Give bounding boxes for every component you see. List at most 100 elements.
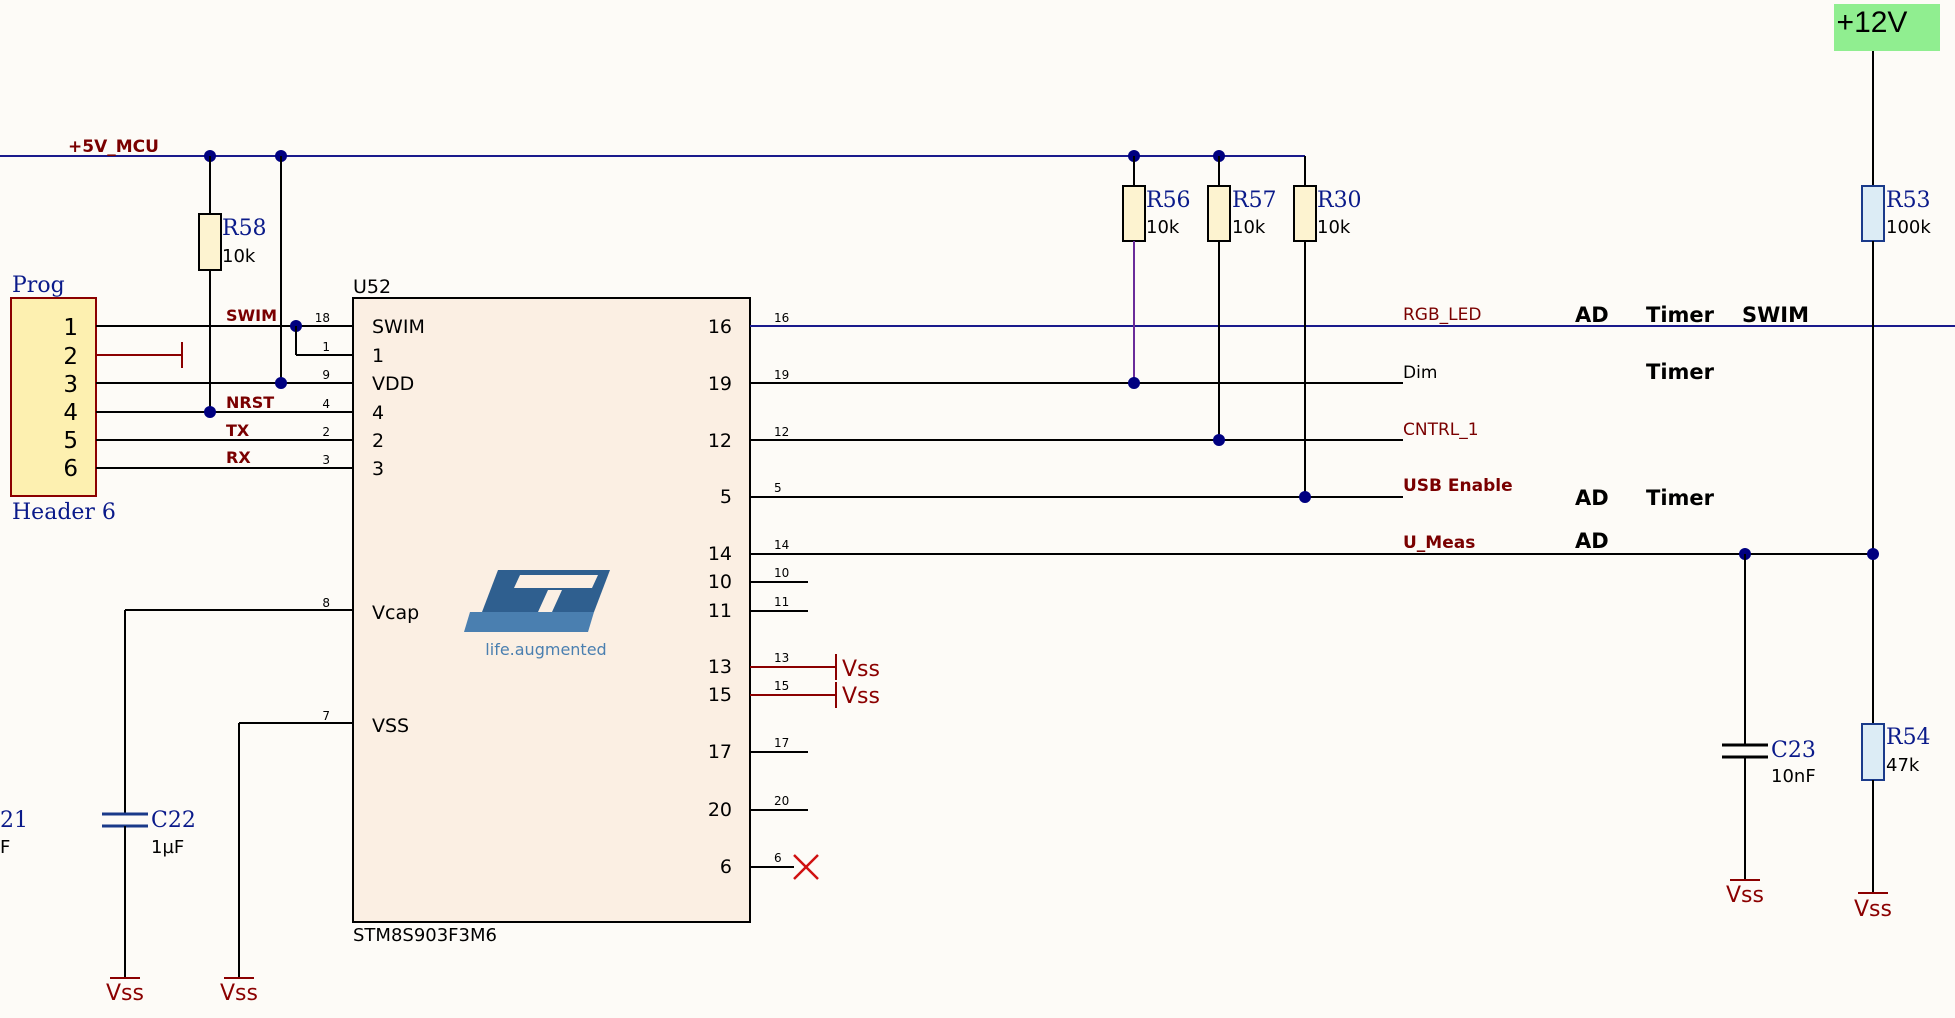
pin-num: 19 (774, 368, 789, 382)
resistor-r57[interactable] (1207, 185, 1231, 242)
st-logo-shape (538, 590, 562, 612)
power-flag-12v[interactable]: +12V (1834, 4, 1940, 51)
pin-name: 20 (708, 799, 732, 821)
vss-label: Vss (106, 981, 144, 1006)
r53-value: 100k (1886, 217, 1931, 238)
c23-value: 10nF (1771, 766, 1816, 787)
pin-name: 17 (708, 741, 732, 763)
junction-dot (1867, 548, 1879, 560)
resistor-r53[interactable] (1861, 185, 1885, 242)
pin-name: 3 (372, 458, 384, 480)
junction-dot (1213, 434, 1225, 446)
pin-num: 20 (774, 794, 789, 808)
r56-value: 10k (1146, 217, 1180, 238)
pin-num: 8 (322, 596, 330, 610)
pin-name-vcap: Vcap (372, 602, 419, 624)
pin-num: 17 (774, 736, 789, 750)
r57-value: 10k (1232, 217, 1266, 238)
pin-name: 13 (708, 656, 732, 678)
power-flag-label: +12V (1837, 6, 1908, 39)
pin-name: 19 (708, 373, 732, 395)
r30-refdes: R30 (1317, 188, 1362, 213)
power-flag-box (1834, 4, 1940, 51)
st-logo-shape (464, 612, 594, 632)
junction-dot (1299, 491, 1311, 503)
net-label-dim: Dim (1403, 363, 1437, 383)
header-pin-5: 5 (63, 428, 78, 454)
annotation-ad: AD (1575, 529, 1609, 553)
net-label-usb-enable: USB Enable (1403, 476, 1513, 496)
pin-name: 12 (708, 430, 732, 452)
st-logo: life.augmented (464, 570, 610, 659)
header-prog[interactable]: Prog 1 2 3 4 5 6 Header 6 (10, 273, 116, 525)
pin-name: 11 (708, 600, 732, 622)
resistor-r56[interactable] (1122, 185, 1146, 242)
annotation-timer: Timer (1646, 360, 1715, 384)
pin-num: 6 (774, 851, 782, 865)
mcu-refdes: U52 (353, 276, 391, 298)
junction-dot (275, 377, 287, 389)
pin-num: 11 (774, 595, 789, 609)
c22-value: 1µF (151, 837, 184, 858)
no-connect-icon (793, 854, 819, 880)
r58-refdes: R58 (222, 216, 267, 241)
annotation-swim: SWIM (1742, 303, 1809, 327)
pin-name: 1 (372, 345, 384, 367)
junction-dot (204, 406, 216, 418)
pin-name: 4 (372, 402, 384, 424)
pin-num: 12 (774, 425, 789, 439)
c21-refdes-partial: 21 (0, 808, 28, 833)
pin-name-vdd: VDD (372, 373, 414, 395)
pin-name-swim: SWIM (372, 316, 425, 338)
pin-num: 15 (774, 679, 789, 693)
c23-refdes: C23 (1771, 738, 1816, 763)
r53-refdes: R53 (1886, 188, 1931, 213)
r58-value: 10k (222, 246, 256, 267)
r30-value: 10k (1317, 217, 1351, 238)
pin-name: 15 (708, 684, 732, 706)
net-label-swim: SWIM (226, 306, 277, 325)
net-label-5v-mcu: +5V_MCU (68, 137, 159, 157)
mcu-u52[interactable]: U52 STM8S903F3M6 18 1 9 4 2 3 8 7 SWIM 1… (315, 276, 790, 946)
vss-label: Vss (220, 981, 258, 1006)
resistor-r54[interactable] (1861, 723, 1885, 781)
net-label-u-meas: U_Meas (1403, 533, 1475, 553)
r57-refdes: R57 (1232, 188, 1277, 213)
pin-name-vss: VSS (372, 715, 409, 737)
annotation-timer: Timer (1646, 486, 1715, 510)
annotation-timer: Timer (1646, 303, 1715, 327)
vss-label: Vss (842, 657, 880, 682)
r54-value: 47k (1886, 755, 1920, 776)
pin-num: 5 (774, 481, 782, 495)
resistor-r58[interactable] (198, 213, 222, 271)
pin-name: 10 (708, 571, 732, 593)
pin-num: 9 (322, 368, 330, 382)
header-pin-1: 1 (63, 315, 78, 341)
net-label-cntrl-1: CNTRL_1 (1403, 420, 1479, 440)
vss-label: Vss (1854, 897, 1892, 922)
vss-label: Vss (842, 684, 880, 709)
r56-refdes: R56 (1146, 188, 1191, 213)
pin-name: 6 (720, 856, 732, 878)
r54-refdes: R54 (1886, 725, 1931, 750)
header-part: Header 6 (12, 500, 116, 525)
mcu-part: STM8S903F3M6 (353, 925, 497, 946)
pin-name: 14 (708, 543, 732, 565)
pin-num: 16 (774, 311, 789, 325)
pin-num: 13 (774, 651, 789, 665)
pin-name: 2 (372, 430, 384, 452)
header-pin-6: 6 (63, 456, 78, 482)
resistor-r30[interactable] (1293, 185, 1317, 242)
pin-num: 1 (322, 340, 330, 354)
pin-num: 18 (315, 311, 330, 325)
net-label-tx: TX (226, 421, 250, 440)
header-pin-2: 2 (63, 344, 78, 370)
annotation-ad: AD (1575, 486, 1609, 510)
pin-num: 7 (322, 709, 330, 723)
pin-num: 3 (322, 453, 330, 467)
st-logo-shape (514, 575, 598, 588)
pin-num: 2 (322, 425, 330, 439)
header-refdes: Prog (12, 273, 65, 298)
net-label-rx: RX (226, 448, 251, 467)
